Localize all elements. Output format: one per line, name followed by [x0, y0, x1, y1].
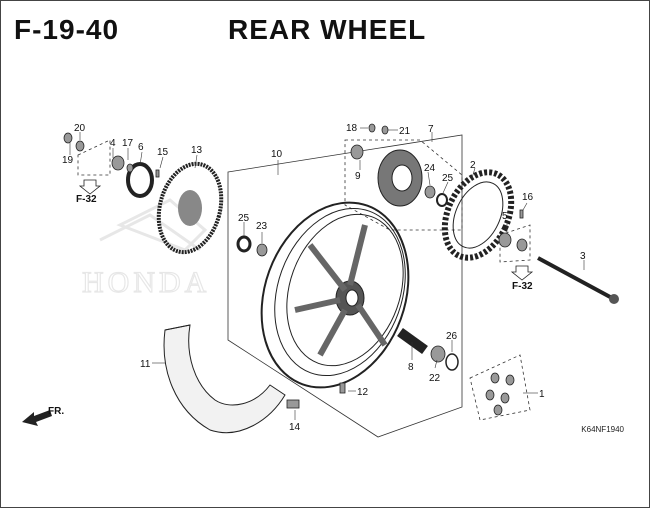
- diagram-title: REAR WHEEL: [228, 14, 427, 45]
- callout-13: 13: [191, 145, 203, 156]
- callout-4: 4: [110, 138, 116, 149]
- callout-7: 7: [428, 124, 434, 135]
- cross-reference-left: F-32: [76, 179, 102, 205]
- callout-16: 16: [522, 192, 534, 203]
- callout-5: 5: [502, 211, 508, 222]
- drive-sprocket: [441, 169, 515, 261]
- rear-fender: [163, 324, 286, 434]
- callout-9: 9: [355, 171, 361, 182]
- honda-watermark: HONDA: [81, 198, 210, 300]
- callout-1: 1: [539, 389, 545, 400]
- callout-23: 23: [256, 221, 268, 232]
- callout-25-left: 25: [238, 213, 250, 224]
- callout-numbers: 1 2 3 4 5 6 7 8 9 10 11 12 13 14 15 16 1…: [62, 123, 586, 433]
- callout-10: 10: [271, 149, 283, 160]
- callout-22: 22: [429, 373, 441, 384]
- part-ref-right[interactable]: F-32: [512, 281, 533, 292]
- hub-assembly-box: [344, 139, 463, 231]
- rear-wheel-rim: [260, 201, 410, 389]
- callout-18: 18: [346, 123, 358, 134]
- callout-15: 15: [157, 147, 169, 158]
- left-collar-box: [77, 139, 111, 176]
- callout-20: 20: [74, 123, 86, 134]
- callout-2: 2: [470, 160, 476, 171]
- brake-disc: [156, 161, 224, 255]
- right-nut-box: [499, 224, 531, 263]
- callout-21: 21: [399, 126, 411, 137]
- diagram-code: F-19-40: [14, 14, 120, 45]
- down-arrow-icon: [510, 265, 534, 281]
- down-arrow-icon: [78, 179, 102, 195]
- leader-lines: [69, 127, 585, 420]
- callout-24: 24: [424, 163, 436, 174]
- callout-14: 14: [289, 422, 301, 433]
- cross-reference-right: F-32: [510, 265, 534, 292]
- callout-8: 8: [408, 362, 414, 373]
- direction-label: FR.: [48, 406, 64, 417]
- part-ref-left[interactable]: F-32: [76, 194, 97, 205]
- sprocket-hub: [377, 149, 423, 207]
- assembly-boxes: [77, 134, 531, 438]
- bolt-set-box: [469, 354, 531, 421]
- front-arrow-icon: [22, 410, 52, 426]
- callout-11: 11: [140, 359, 151, 370]
- diagram-reference-code: K64NF1940: [581, 425, 624, 434]
- wheel-assembly-box: [227, 134, 463, 438]
- callout-17: 17: [122, 138, 134, 149]
- callout-12: 12: [357, 387, 369, 398]
- front-direction-marker: FR.: [22, 406, 64, 426]
- callout-3: 3: [580, 251, 586, 262]
- wheel-spokes: [294, 224, 388, 357]
- rear-axle: [537, 256, 619, 304]
- callout-19: 19: [62, 155, 74, 166]
- callout-25-right: 25: [442, 173, 454, 184]
- watermark-text: HONDA: [82, 266, 210, 299]
- distance-collar: [397, 327, 428, 355]
- callout-26: 26: [446, 331, 458, 342]
- callout-6: 6: [138, 142, 144, 153]
